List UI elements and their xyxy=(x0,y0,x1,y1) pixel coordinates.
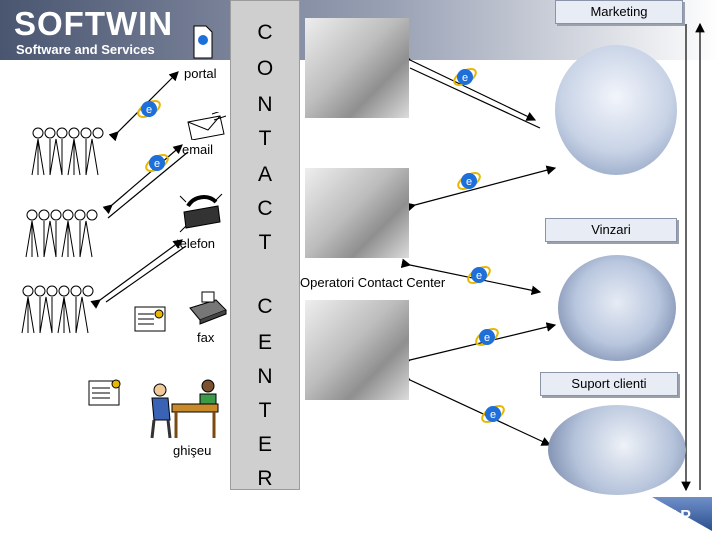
operator-photo xyxy=(305,168,409,258)
svg-text:e: e xyxy=(154,158,160,170)
contact-center-pillar: C O N T A C T C E N T E R xyxy=(230,0,300,490)
pillar-letter: N xyxy=(257,93,273,116)
operator-photo xyxy=(305,300,409,400)
support-photo xyxy=(548,405,686,495)
internet-explorer-icon: e xyxy=(137,100,161,118)
svg-text:e: e xyxy=(462,72,468,84)
sales-photo xyxy=(558,255,676,361)
department-vinzari: Vinzari xyxy=(545,218,677,242)
document-icon xyxy=(134,306,166,332)
internet-explorer-icon: e xyxy=(481,405,505,423)
document-icon xyxy=(88,379,121,406)
internet-explorer-icon: e xyxy=(475,328,499,346)
pillar-letter: T xyxy=(258,399,272,422)
envelope-icon xyxy=(187,112,227,140)
people-group-icon xyxy=(31,127,104,176)
document-icon xyxy=(193,25,213,59)
internet-explorer-icon: e xyxy=(145,154,169,172)
pillar-letter: E xyxy=(257,433,272,456)
pillar-letter: T xyxy=(258,127,272,150)
pillar-letter: C xyxy=(257,21,273,44)
sap-logo: SAP xyxy=(652,497,712,531)
department-marketing: Marketing xyxy=(555,0,683,24)
pillar-letter: C xyxy=(257,295,273,318)
channel-label-ghiseu: ghişeu xyxy=(173,443,212,458)
people-group-icon xyxy=(25,209,98,258)
channel-label-telefon: telefon xyxy=(176,236,216,251)
channel-label-email: email xyxy=(182,142,214,157)
internet-explorer-icon: e xyxy=(467,266,491,284)
brand-logo: SOFTWIN Software and Services xyxy=(14,6,173,58)
fax-machine-icon xyxy=(189,291,227,325)
service-desk-icon xyxy=(150,379,219,439)
svg-text:e: e xyxy=(476,270,482,282)
telephone-icon xyxy=(179,193,223,233)
brand-tagline: Software and Services xyxy=(16,42,155,57)
brand-name: SOFTWIN xyxy=(14,5,174,42)
sap-logo-text: SAP xyxy=(658,508,691,525)
operator-photo xyxy=(305,18,409,118)
internet-explorer-icon: e xyxy=(457,172,481,190)
people-group-icon xyxy=(21,285,94,334)
svg-text:e: e xyxy=(490,409,496,421)
pillar-letter: C xyxy=(257,197,273,220)
pillar-letter: A xyxy=(257,163,272,186)
channel-label-portal: portal xyxy=(184,66,217,81)
operators-label: Operatori Contact Center xyxy=(300,275,446,290)
pillar-letter: N xyxy=(257,365,273,388)
pillar-letter: E xyxy=(257,331,272,354)
pillar-letter: R xyxy=(257,467,273,490)
pillar-letter: O xyxy=(256,57,274,80)
svg-text:e: e xyxy=(484,332,490,344)
pillar-letter: T xyxy=(258,231,272,254)
svg-text:e: e xyxy=(146,104,152,116)
internet-explorer-icon: e xyxy=(453,68,477,86)
department-suport-clienti: Suport clienti xyxy=(540,372,678,396)
marketing-photo xyxy=(555,45,677,175)
channel-label-fax: fax xyxy=(197,330,215,345)
svg-text:e: e xyxy=(466,176,472,188)
